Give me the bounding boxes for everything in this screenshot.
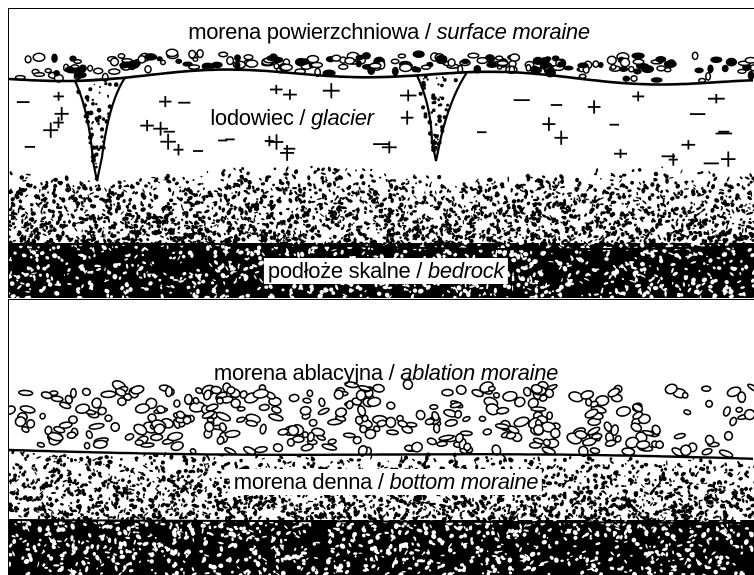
surface-moraine-label-sep: / — [419, 19, 436, 44]
ablation-moraine-label: morena ablacyjna / ablation moraine — [214, 360, 558, 386]
bedrock-label-sep: / — [410, 258, 427, 283]
surface-moraine-label-en: surface moraine — [437, 19, 590, 44]
basal-debris-layer — [9, 165, 754, 248]
surface-moraine-label: morena powierzchniowa / surface moraine — [188, 19, 590, 45]
glacier-cross-section-drawing — [9, 9, 754, 298]
glacier-ice-body — [17, 72, 736, 181]
ablation-moraine-label-pl: morena ablacyjna — [214, 360, 383, 385]
moraine-deposits-panel: morena ablacyjna / ablation moraine more… — [8, 299, 754, 575]
ablation-moraine-label-sep: / — [383, 360, 400, 385]
ablation-moraine-layer — [9, 378, 754, 458]
bedrock-layer-lower — [9, 517, 754, 575]
bedrock-label-en: bedrock — [428, 258, 504, 283]
bedrock-label-pl: podłoże skalne — [268, 258, 411, 283]
bottom-moraine-label: morena denna / bottom moraine — [230, 469, 542, 495]
glacier-label: lodowiec / glacier — [210, 105, 373, 131]
moraine-deposits-drawing — [9, 300, 754, 575]
glacier-label-pl: lodowiec — [210, 105, 293, 130]
bottom-moraine-label-sep: / — [372, 469, 389, 494]
glacier-label-sep: / — [294, 105, 311, 130]
glacier-cross-section-panel: morena powierzchniowa / surface moraine … — [8, 8, 754, 298]
surface-moraine-layer — [9, 49, 754, 84]
ablation-moraine-label-en: ablation moraine — [400, 360, 558, 385]
surface-moraine-label-pl: morena powierzchniowa — [188, 19, 419, 44]
bedrock-label: podłoże skalne / bedrock — [264, 258, 508, 284]
bottom-moraine-label-en: bottom moraine — [390, 469, 539, 494]
bottom-moraine-label-pl: morena denna — [234, 469, 372, 494]
glacier-label-en: glacier — [311, 105, 374, 130]
